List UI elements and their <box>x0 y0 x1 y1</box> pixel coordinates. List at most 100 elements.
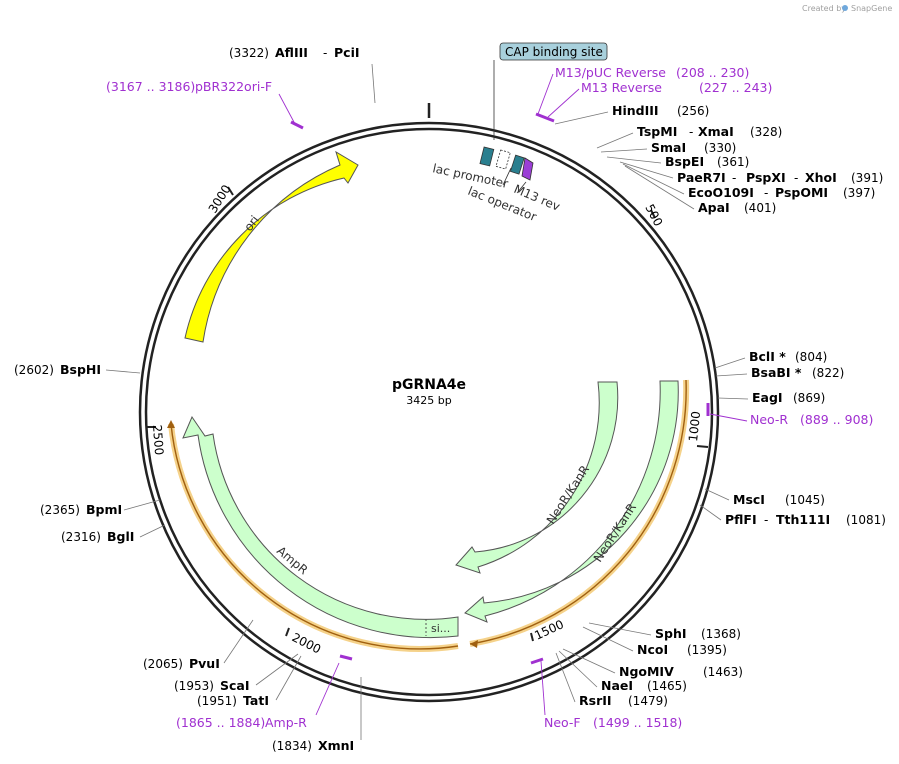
enzyme-position[interactable]: (804) <box>795 350 827 364</box>
enzyme-name[interactable]: ApaI <box>698 200 730 215</box>
enzyme-name[interactable]: PspXI <box>746 170 786 185</box>
primer-name[interactable]: Neo-R <box>750 412 788 427</box>
enzyme-name[interactable]: EcoO109I <box>688 185 754 200</box>
enzyme-position[interactable]: (361) <box>717 155 749 169</box>
enzyme-name[interactable]: TspMI <box>637 124 677 139</box>
primer-name[interactable]: Amp-R <box>265 715 307 730</box>
primer-name[interactable]: Neo-F <box>544 715 581 730</box>
primer-range: (889 .. 908) <box>800 412 873 427</box>
primer-name[interactable]: pBR322ori-F <box>195 79 272 94</box>
primer-name[interactable]: M13 Reverse <box>581 80 662 95</box>
enzyme-name[interactable]: HindIII <box>612 103 659 118</box>
tick-label-1000: 1000 <box>686 410 703 442</box>
enzyme-name[interactable]: ScaI <box>220 678 250 693</box>
enzyme-name[interactable]: XmaI <box>698 124 734 139</box>
enzyme-name[interactable]: NcoI <box>637 642 668 657</box>
enzyme-name[interactable]: BspEI <box>665 154 704 169</box>
enzyme-position[interactable]: (2065) <box>143 657 183 671</box>
enzyme-separator[interactable]: - <box>764 513 768 527</box>
enzyme-name[interactable]: NgoMIV <box>619 664 674 679</box>
enzyme-position[interactable]: (397) <box>843 186 875 200</box>
enzyme-leader-line <box>704 488 730 501</box>
enzyme-name[interactable]: XmnI <box>318 738 354 753</box>
cap-site-feature[interactable] <box>495 149 511 170</box>
ori-label: ori <box>241 213 262 234</box>
snapgene-logo-icon <box>842 5 848 11</box>
primer-leader-line <box>278 93 296 125</box>
enzyme-name[interactable]: PvuI <box>189 656 220 671</box>
enzyme-name[interactable]: NaeI <box>601 678 633 693</box>
enzyme-position[interactable]: (1465) <box>647 679 687 693</box>
enzyme-name[interactable]: PaeR7I <box>677 170 726 185</box>
enzyme-separator[interactable]: - <box>794 171 798 185</box>
lac-region[interactable]: lac promoter lac operator M13 rev <box>431 60 562 224</box>
enzyme-position[interactable]: (1368) <box>701 627 741 641</box>
cap-binding-site-box[interactable]: CAP binding site <box>499 42 608 61</box>
m13-rev-feature[interactable] <box>521 157 534 181</box>
enzyme-position[interactable]: (1479) <box>628 694 668 708</box>
enzyme-name[interactable]: RsrII <box>579 693 612 708</box>
enzyme-name[interactable]: BspHI <box>60 362 101 377</box>
enzyme-position[interactable]: (330) <box>704 141 736 155</box>
enzyme-separator[interactable]: - <box>764 186 768 200</box>
enzyme-position[interactable]: (1463) <box>703 665 743 679</box>
enzyme-position[interactable]: (1951) <box>197 694 237 708</box>
enzyme-position[interactable]: (391) <box>851 171 883 185</box>
enzyme-position[interactable]: (2365) <box>40 503 80 517</box>
enzyme-position[interactable]: (1834) <box>272 739 312 753</box>
enzyme-name[interactable]: EagI <box>752 390 783 405</box>
enzyme-position[interactable]: (1953) <box>174 679 214 693</box>
enzyme-position[interactable]: (328) <box>750 125 782 139</box>
enzyme-position[interactable]: (1395) <box>687 643 727 657</box>
ampr-signal-box[interactable]: si... <box>425 619 450 636</box>
primer-range: (3167 .. 3186) <box>106 79 195 94</box>
primer-site-mark[interactable] <box>535 112 555 123</box>
cap-binding-site-label: CAP binding site <box>505 45 603 59</box>
primer-site-mark[interactable] <box>530 657 544 665</box>
enzyme-leader-line <box>123 499 161 511</box>
enzyme-leader-line <box>622 163 685 195</box>
enzyme-name[interactable]: PspOMI <box>775 185 828 200</box>
enzyme-position[interactable]: (822) <box>812 366 844 380</box>
plasmid-name: pGRNA4e <box>392 377 466 393</box>
enzyme-name[interactable]: MscI <box>733 492 765 507</box>
enzyme-position[interactable]: (1081) <box>846 513 886 527</box>
primer-name[interactable]: M13/pUC Reverse <box>555 65 666 80</box>
enzyme-position[interactable]: (256) <box>677 104 709 118</box>
ori-feature[interactable]: ori <box>184 150 359 343</box>
enzyme-separator[interactable]: - <box>732 171 736 185</box>
enzyme-position[interactable]: (869) <box>793 391 825 405</box>
enzyme-separator[interactable]: - <box>689 125 693 139</box>
primer-site-mark[interactable] <box>290 120 304 130</box>
enzyme-position[interactable]: (1045) <box>785 493 825 507</box>
enzyme-name[interactable]: Tth111I <box>776 512 830 527</box>
primer-range: (1865 .. 1884) <box>176 715 265 730</box>
enzyme-name[interactable]: BpmI <box>86 502 122 517</box>
enzyme-leader-line <box>223 619 254 664</box>
enzyme-name[interactable]: PflFI <box>725 512 757 527</box>
enzyme-leader-line <box>275 655 302 701</box>
enzyme-name[interactable]: TatI <box>243 693 269 708</box>
enzyme-position[interactable]: (401) <box>744 201 776 215</box>
neor-inner-feature[interactable]: NeoR/KanR <box>455 381 619 574</box>
leader-lines <box>105 63 749 740</box>
lac-operator-feature[interactable] <box>509 154 525 175</box>
lac-promoter-feature[interactable] <box>479 146 495 167</box>
enzyme-name[interactable]: PciI <box>334 45 360 60</box>
enzyme-leader-line <box>624 165 695 210</box>
enzyme-separator[interactable]: - <box>323 46 327 60</box>
enzyme-name[interactable]: SmaI <box>651 140 686 155</box>
enzyme-name[interactable]: BglI <box>107 529 134 544</box>
enzyme-name[interactable]: BclI * <box>749 349 786 364</box>
enzyme-leader-line <box>139 524 166 538</box>
enzyme-name[interactable]: XhoI <box>805 170 837 185</box>
enzyme-position[interactable]: (2602) <box>14 363 54 377</box>
enzyme-name[interactable]: AflIII <box>275 45 308 60</box>
enzyme-position[interactable]: (2316) <box>61 530 101 544</box>
primer-site-mark[interactable] <box>339 654 353 661</box>
enzyme-name[interactable]: SphI <box>655 626 687 641</box>
enzyme-position[interactable]: (3322) <box>229 46 269 60</box>
ampr-orf-arc <box>167 420 459 652</box>
ampr-feature[interactable]: AmpR <box>182 415 459 639</box>
enzyme-name[interactable]: BsaBI * <box>751 365 802 380</box>
